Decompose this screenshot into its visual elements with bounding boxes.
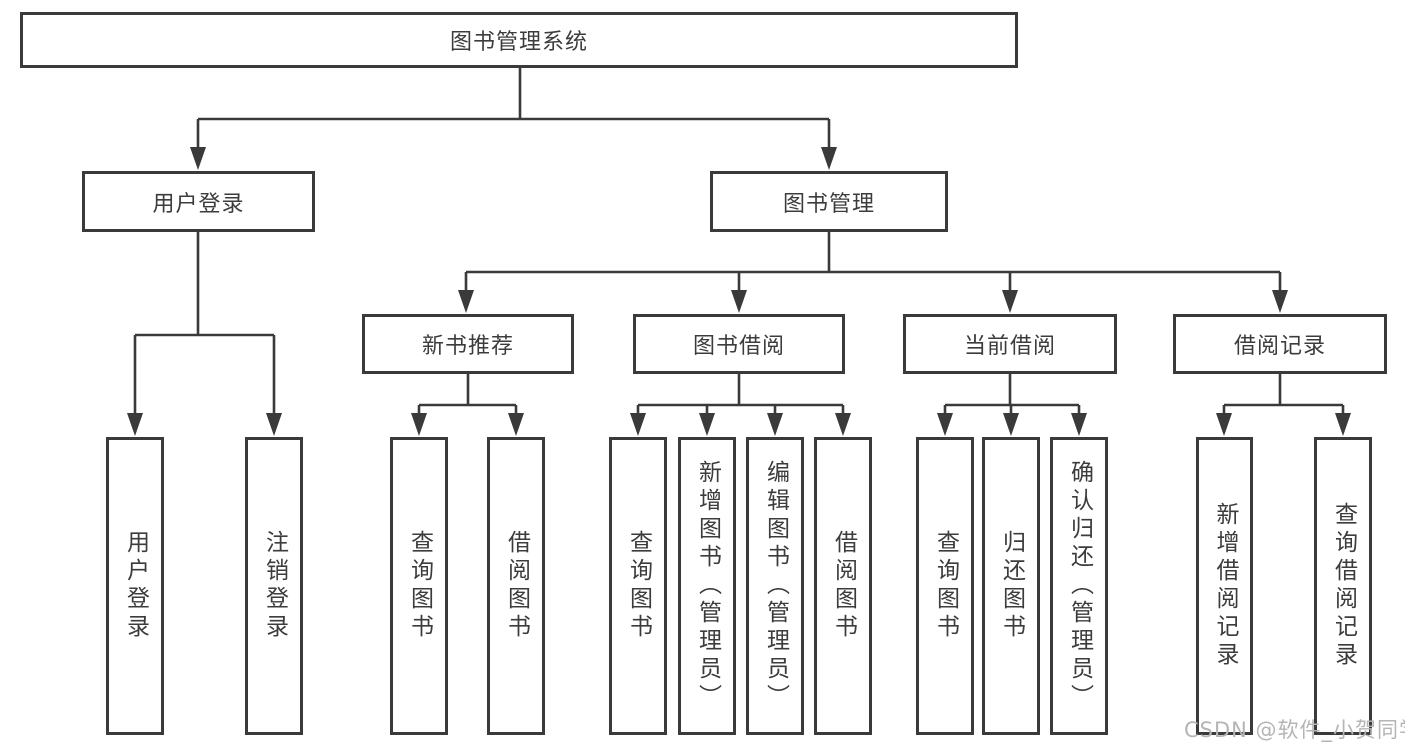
leaf-return-books: 归还图书: [982, 437, 1040, 735]
arrow-down-icon: [767, 413, 783, 436]
arrow-down-icon: [458, 290, 474, 313]
node-book-borrowing: 图书借阅: [633, 314, 845, 374]
arrow-down-icon: [190, 147, 206, 170]
leaf-logout-label: 注销登录: [261, 530, 288, 642]
arrow-down-icon: [821, 147, 837, 170]
leaf-user-login-label: 用户登录: [122, 530, 149, 642]
leaf-add-book-admin-label: 新增图书（管理员）: [694, 460, 721, 712]
arrow-down-icon: [127, 413, 143, 436]
arrow-down-icon: [699, 413, 715, 436]
node-new-book-recommend: 新书推荐: [362, 314, 574, 374]
node-current-borrowing: 当前借阅: [903, 314, 1117, 374]
node-borrow-records: 借阅记录: [1173, 314, 1387, 374]
node-root: 图书管理系统: [20, 12, 1018, 68]
leaf-return-books-label: 归还图书: [998, 530, 1025, 642]
leaf-borrow-books-1: 借阅图书: [487, 437, 545, 735]
leaf-add-book-admin: 新增图书（管理员）: [678, 437, 736, 735]
leaf-edit-book-admin-label: 编辑图书（管理员）: [762, 460, 789, 712]
node-borrow-records-label: 借阅记录: [1233, 334, 1326, 359]
node-root-label: 图书管理系统: [449, 30, 588, 55]
leaf-confirm-return-admin-label: 确认归还（管理员）: [1066, 460, 1093, 712]
leaf-query-books-1-label: 查询图书: [406, 530, 433, 642]
leaf-logout: 注销登录: [245, 437, 303, 735]
arrow-down-icon: [1216, 413, 1232, 436]
arrow-down-icon: [1002, 290, 1018, 313]
csdn-watermark: CSDN @软件_小贺同学: [1184, 718, 1405, 742]
node-book-borrowing-label: 图书借阅: [692, 334, 785, 359]
node-user-login: 用户登录: [82, 171, 315, 232]
arrow-down-icon: [1272, 290, 1288, 313]
leaf-borrow-books-2: 借阅图书: [814, 437, 872, 735]
arrow-down-icon: [411, 413, 427, 436]
arrow-down-icon: [266, 413, 282, 436]
leaf-confirm-return-admin: 确认归还（管理员）: [1050, 437, 1108, 735]
arrow-down-icon: [630, 413, 646, 436]
arrow-down-icon: [835, 413, 851, 436]
leaf-query-books-2: 查询图书: [609, 437, 667, 735]
leaf-user-login: 用户登录: [106, 437, 164, 735]
node-book-management: 图书管理: [710, 171, 948, 232]
node-current-borrowing-label: 当前借阅: [963, 334, 1056, 359]
leaf-borrow-books-1-label: 借阅图书: [503, 530, 530, 642]
arrow-down-icon: [731, 290, 747, 313]
arrow-down-icon: [1003, 413, 1019, 436]
node-book-management-label: 图书管理: [782, 191, 875, 217]
arrow-down-icon: [508, 413, 524, 436]
leaf-query-books-3-label: 查询图书: [932, 530, 959, 642]
node-new-book-recommend-label: 新书推荐: [421, 334, 514, 359]
node-user-login-label: 用户登录: [152, 191, 245, 217]
arrow-down-icon: [1335, 413, 1351, 436]
leaf-query-books-2-label: 查询图书: [625, 530, 652, 642]
arrow-down-icon: [1071, 413, 1087, 436]
leaf-query-borrow-record-label: 查询借阅记录: [1330, 502, 1357, 670]
leaf-edit-book-admin: 编辑图书（管理员）: [746, 437, 804, 735]
leaf-borrow-books-2-label: 借阅图书: [830, 530, 857, 642]
leaf-add-borrow-record: 新增借阅记录: [1196, 437, 1253, 735]
leaf-query-books-3: 查询图书: [916, 437, 974, 735]
leaf-add-borrow-record-label: 新增借阅记录: [1212, 502, 1238, 670]
leaf-query-books-1: 查询图书: [390, 437, 448, 735]
arrow-down-icon: [937, 413, 953, 436]
leaf-query-borrow-record: 查询借阅记录: [1314, 437, 1372, 735]
